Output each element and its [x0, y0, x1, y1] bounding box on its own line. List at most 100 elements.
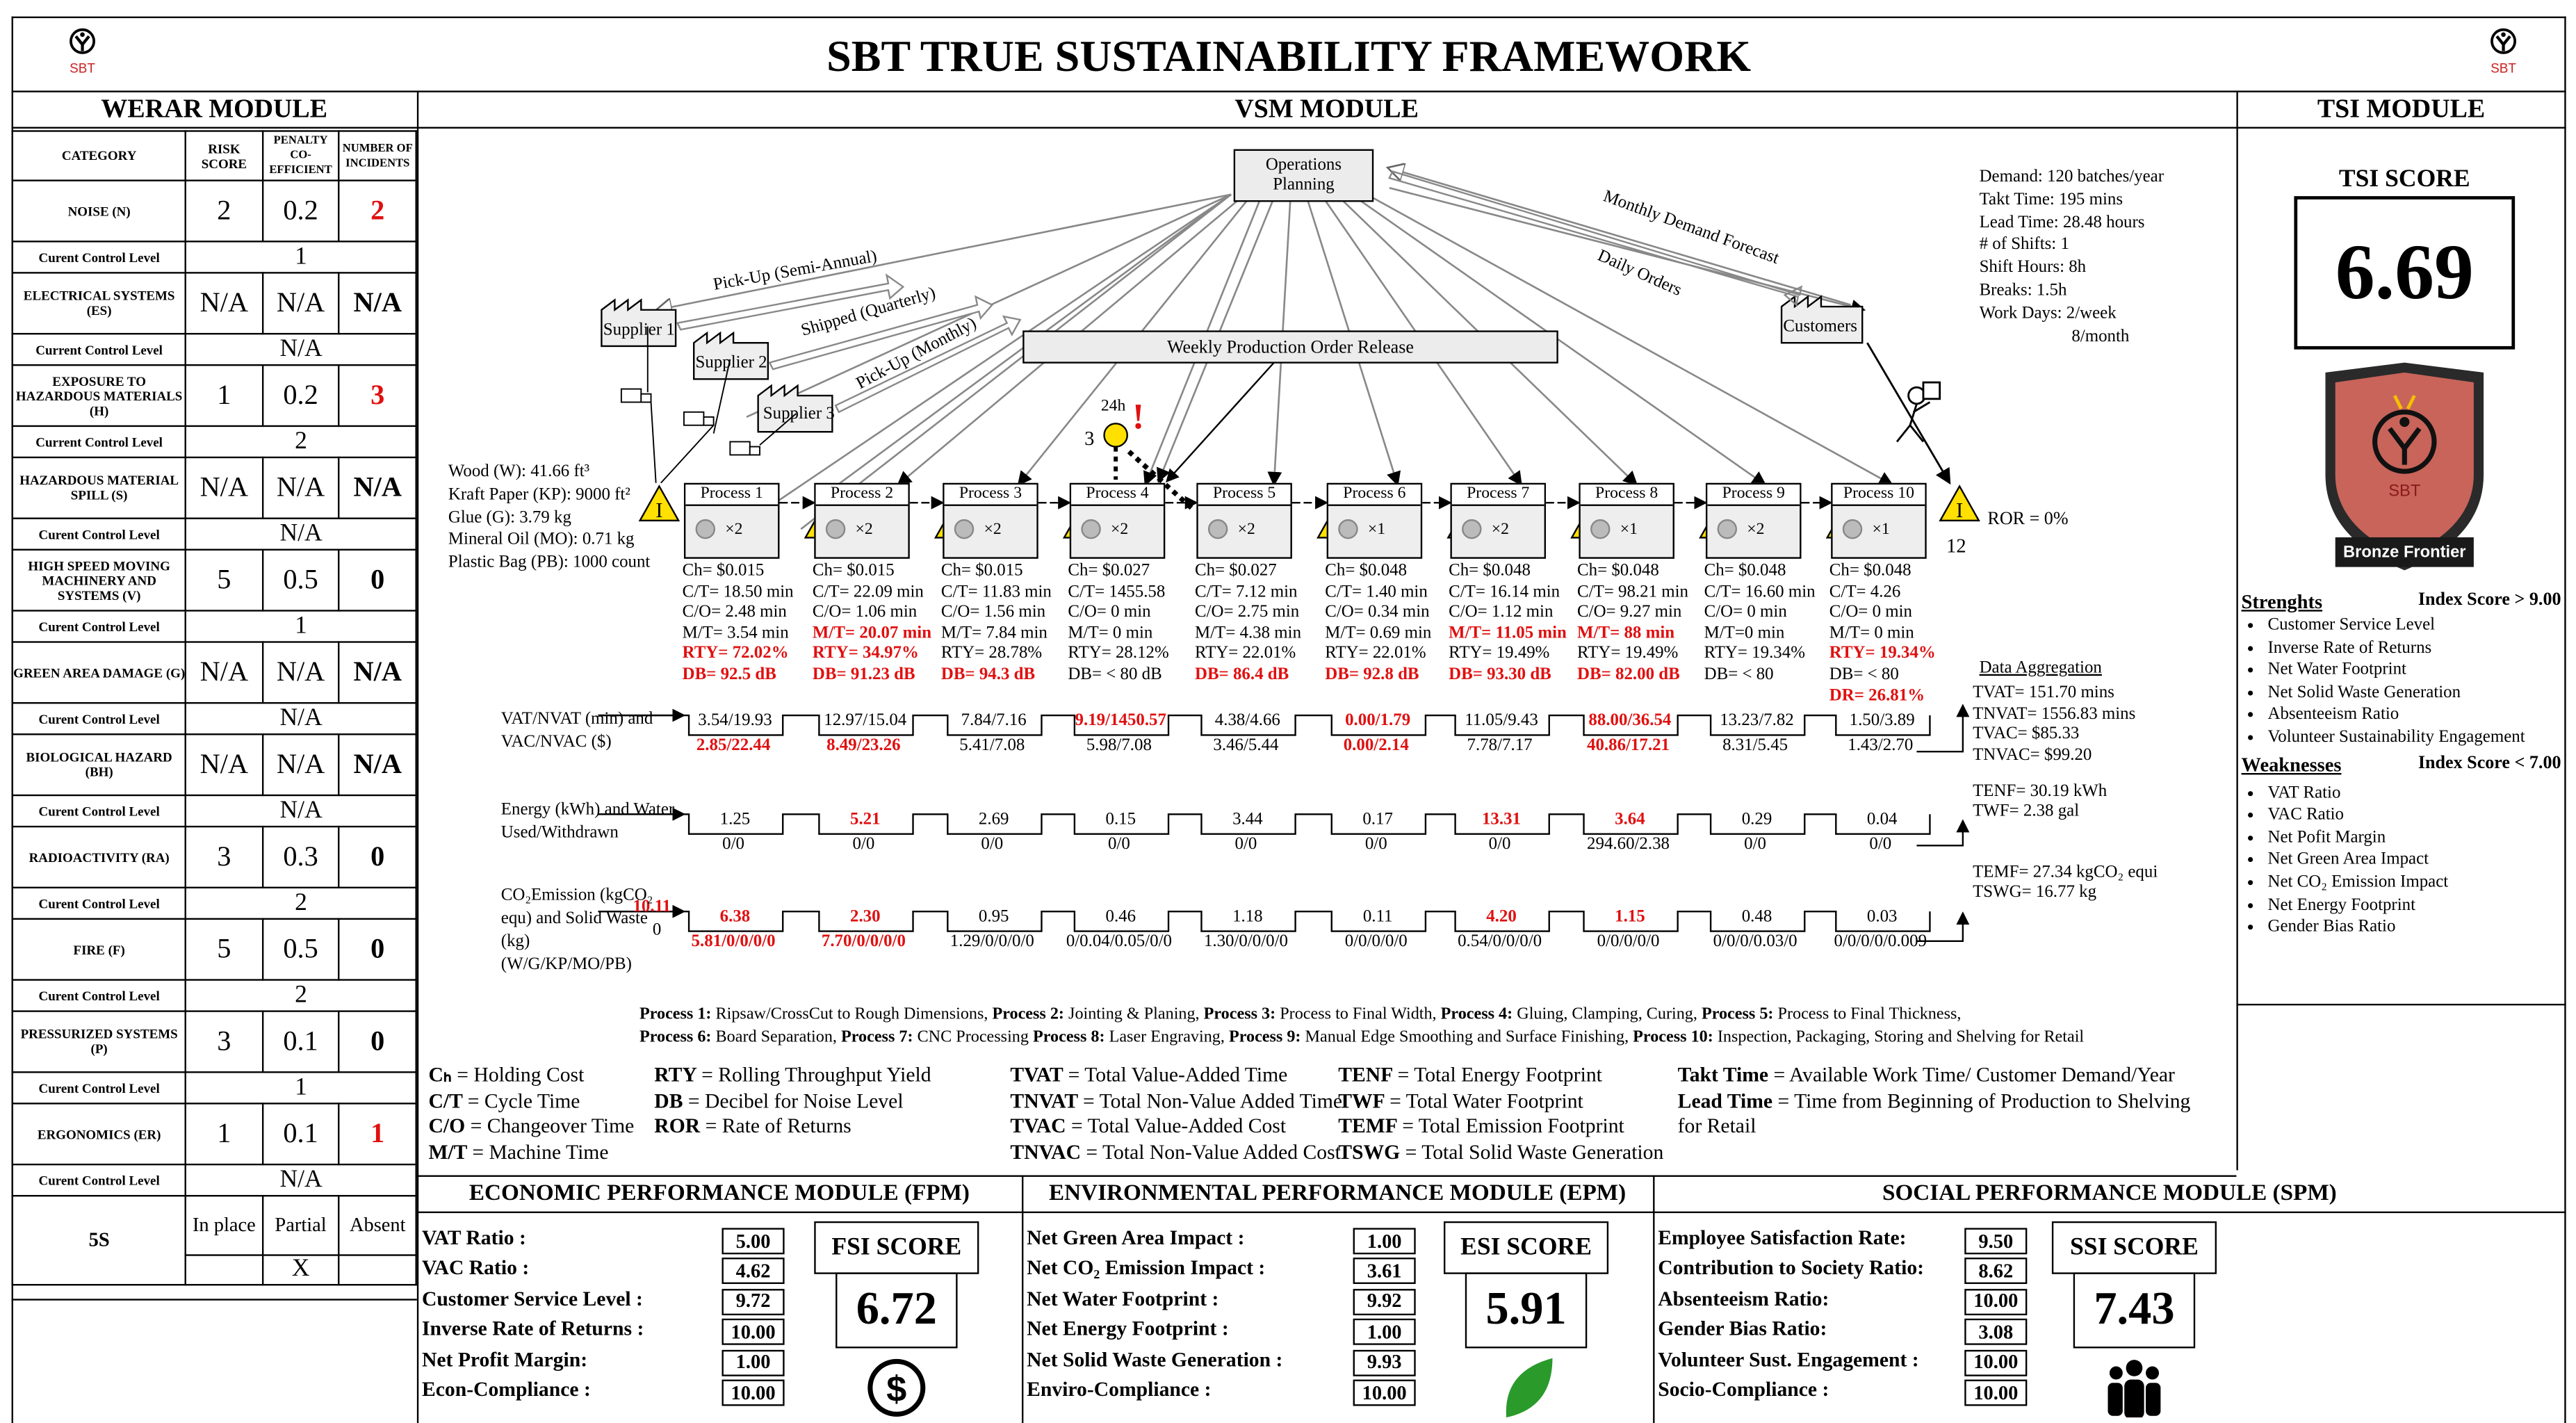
legend-entry: TVAC = Total Value-Added Cost — [1010, 1114, 1287, 1137]
process-metric: Ch= $0.027 — [1194, 562, 1277, 580]
operator-icon — [1590, 519, 1611, 539]
legend-entry: RTY = Rolling Throughput Yield — [654, 1063, 931, 1087]
timeline-top-value: 3.64 — [1615, 811, 1645, 829]
process-metric: C/T= 4.26 — [1829, 583, 1901, 601]
process-metric: DB= 94.3 dB — [940, 665, 1036, 684]
spm-metric-value: 10.00 — [1964, 1379, 2028, 1406]
weakness-item: Net Pofit Margin — [2267, 827, 2561, 849]
process-metric: M/T= 20.07 min — [812, 624, 932, 643]
process-metric: M/T= 3.54 min — [682, 624, 789, 643]
timeline-bottom-value: 2.85/22.44 — [696, 736, 771, 755]
process-name: Process 1 — [685, 485, 778, 506]
process-metric: DB= < 80 — [1829, 665, 1899, 684]
timeline-bottom-value: 1.43/2.70 — [1848, 736, 1914, 755]
timeline-bottom-value: 0/0 — [1234, 836, 1257, 854]
category-cell: NOISE (N) — [11, 179, 187, 243]
timeline-bottom-value: 294.60/2.38 — [1587, 836, 1670, 854]
operator-icon — [1207, 519, 1228, 539]
timeline-top-value: 1.18 — [1232, 908, 1263, 927]
strength-item: Net Water Footprint — [2267, 660, 2561, 682]
spm-score-box: 7.43 — [2073, 1272, 2196, 1349]
5s-absent-mark — [338, 1254, 417, 1286]
plant-info-line: 8/month — [2071, 327, 2130, 345]
weekly-release-box: Weekly Production Order Release — [1167, 336, 1414, 357]
plant-info-line: Lead Time: 28.48 hours — [1979, 213, 2145, 232]
spm-score-value: 7.43 — [2094, 1284, 2175, 1335]
wear-module-title: WERAR MODULE — [101, 95, 328, 123]
timeline-top-value: 0.15 — [1105, 811, 1136, 829]
timeline-top-value: 4.20 — [1486, 908, 1517, 927]
legend-entry: C/O = Changeover Time — [428, 1114, 635, 1137]
timeline-bottom-value: 0/0/0/0.03/0 — [1713, 932, 1798, 952]
timeline-bottom-value: 0/0 — [722, 836, 744, 854]
process-metric: DB= 91.23 dB — [812, 665, 915, 684]
sbt-logo-left: SBT — [63, 28, 102, 76]
weaknesses-index: Index Score < 7.00 — [2418, 752, 2561, 772]
legend-entry: TNVAC = Total Non-Value Added Cost — [1010, 1139, 1341, 1163]
category-cell: BIOLOGICAL HAZARD (BH) — [11, 733, 187, 797]
legend-entry: Takt Time = Available Work Time/ Custome… — [1677, 1063, 2175, 1087]
timeline-top-value: 0.46 — [1105, 908, 1136, 927]
process-metric: M/T= 0 min — [1829, 624, 1914, 643]
fpm-metric-value: 9.72 — [722, 1288, 785, 1315]
inc-cell: 0 — [338, 1010, 417, 1073]
legend-entry: TEMF = Total Emission Footprint — [1338, 1114, 1624, 1137]
process-metric: DR= 26.81% — [1829, 686, 1925, 705]
legend-entry: M/T = Machine Time — [428, 1139, 609, 1163]
pen-cell: 0.5 — [261, 918, 341, 981]
process-metric: C/O= 2.48 min — [682, 603, 787, 622]
process-box: Process 1×2 — [683, 482, 780, 559]
timeline-bottom-value: 0/0 — [981, 836, 1004, 854]
plant-info-line: Work Days: 2/week — [1979, 304, 2117, 323]
process-metric: C/O= 1.12 min — [1449, 603, 1554, 622]
legend-entry: TVAT = Total Value-Added Time — [1010, 1063, 1288, 1087]
col-header-incidents: NUMBER OF INCIDENTS — [338, 130, 417, 181]
weakness-item: Net Green Area Impact — [2267, 849, 2561, 872]
process-metric: M/T= 11.05 min — [1449, 624, 1567, 643]
category-cell: HIGH SPEED MOVING MACHINERY AND SYSTEMS … — [11, 548, 187, 612]
operator-icon — [1717, 519, 1738, 539]
fpm-title: ECONOMIC PERFORMANCE MODULE (FPM) — [468, 1180, 970, 1206]
supplier-2-label: Supplier 2 — [695, 354, 767, 373]
timeline-bottom-value: 0.00/2.14 — [1343, 736, 1409, 755]
inventory-triangle-end: I — [1939, 485, 1980, 522]
timeline-top-value: 1.15 — [1615, 908, 1645, 927]
fpm-metric-label: VAT Ratio : — [421, 1226, 526, 1250]
risk-cell: 2 — [185, 179, 263, 243]
epm-metric-label: Net Green Area Impact : — [1027, 1226, 1245, 1250]
spm-metric-label: Gender Bias Ratio: — [1658, 1317, 1827, 1341]
fpm-metric-label: Net Profit Margin: — [421, 1347, 588, 1371]
process-box: Process 6×1 — [1326, 482, 1423, 559]
pen-cell: 0.3 — [261, 825, 341, 888]
operator-icon — [695, 519, 716, 539]
fpm-score-label: FSI SCORE — [814, 1221, 979, 1274]
material-line: Wood (W): 41.66 ft³ — [448, 463, 590, 482]
operator-icon — [825, 519, 846, 539]
pen-cell: N/A — [261, 641, 341, 704]
fpm-metric-label: Customer Service Level : — [421, 1287, 643, 1310]
control-level-value: N/A — [185, 702, 417, 735]
timeline-top-value: 4.38/4.66 — [1214, 712, 1280, 731]
svg-text:I: I — [655, 498, 662, 522]
page-title: SBT TRUE SUSTAINABILITY FRAMEWORK — [826, 30, 1752, 80]
control-level-value: N/A — [185, 1163, 417, 1197]
process-box: Process 10×1 — [1831, 482, 1927, 559]
aggregation-vat-line: TNVAC= $99.20 — [1973, 746, 2092, 765]
category-cell: RADIOACTIVITY (RA) — [11, 825, 187, 888]
plant-info-line: Shift Hours: 8h — [1979, 259, 2087, 277]
strengths-block: Strenghts Index Score > 9.00 Customer Se… — [2242, 590, 2561, 939]
process-metric: C/O= 0.34 min — [1325, 603, 1430, 622]
epm-metric-value: 1.00 — [1353, 1319, 1416, 1346]
process-box: Process 8×1 — [1579, 482, 1674, 559]
sbt-logo-right: SBT — [2484, 28, 2523, 76]
process-name: Process 5 — [1198, 485, 1291, 506]
col-header-risk: RISK SCORE — [185, 130, 263, 181]
aggregation-co2-line: TEMF= 27.34 kgCO₂ equi — [1973, 863, 2158, 882]
plant-info-line: Takt Time: 195 mins — [1979, 190, 2123, 209]
timeline-bottom-value: 0/0 — [1869, 836, 1892, 854]
